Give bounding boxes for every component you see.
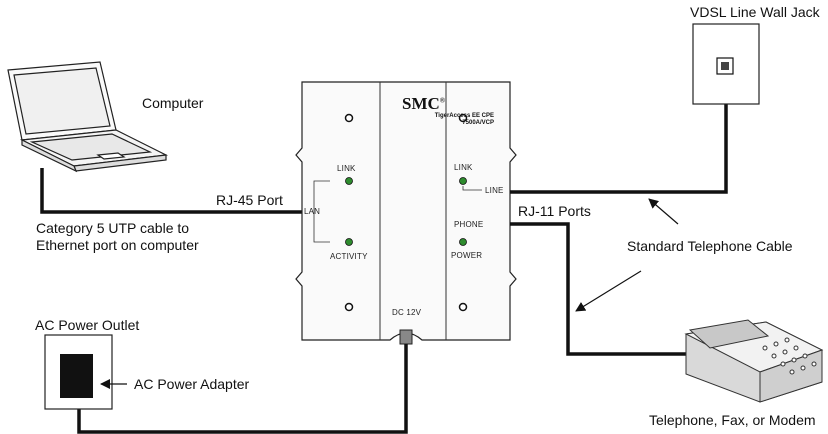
wall-jack-label: VDSL Line Wall Jack [690,4,820,20]
screw-bottom-right [458,302,468,312]
cat5-cable-label-line1: Category 5 UTP cable to [36,220,190,236]
wall-jack-icon [692,23,760,105]
screw-top-right [458,113,468,123]
model-line-2: 7500A/VCP [462,120,494,126]
cat5-cable-label-line2: Ethernet port on computer [36,237,199,253]
telephone-device-label: Telephone, Fax, or Modem [649,412,816,428]
led-line-link [459,177,467,185]
rj11-ports-label: RJ-11 Ports [518,203,591,219]
activity-label: ACTIVITY [330,252,368,261]
telephone-line-cable [510,222,686,356]
cpe-device [295,81,517,345]
line-link-label: LINK [454,163,473,172]
power-outlet-icon [44,334,113,410]
brand-logo: SMC® [402,94,446,113]
laptop-icon [7,61,169,173]
phone-port-label: PHONE [454,220,484,229]
lan-link-label: LINK [337,164,356,173]
arrow-to-line-cable [648,198,679,225]
model-line-1: TigerAccess EE CPE [434,113,494,119]
screw-bottom-left [344,302,354,312]
power-led-label: POWER [451,251,483,260]
led-lan-activity [345,238,353,246]
ac-outlet-label: AC Power Outlet [35,317,140,333]
arrow-to-phone-cable [575,270,642,312]
power-cable [77,344,408,434]
ethernet-cable [40,168,312,214]
computer-label: Computer [142,95,204,111]
telephone-cable-label: Standard Telephone Cable [627,238,793,254]
lan-label: LAN [304,207,321,216]
vdsl-line-cable [510,72,728,194]
ac-adapter-label: AC Power Adapter [134,376,250,392]
dc-power-label: DC 12V [392,308,422,317]
dc-power-jack [399,329,413,345]
rj45-port-label: RJ-45 Port [216,192,283,208]
led-power [459,238,467,246]
screw-top-left [344,113,354,123]
led-lan-link [345,177,353,185]
line-label: LINE [485,186,504,195]
telephone-icon [684,319,824,403]
